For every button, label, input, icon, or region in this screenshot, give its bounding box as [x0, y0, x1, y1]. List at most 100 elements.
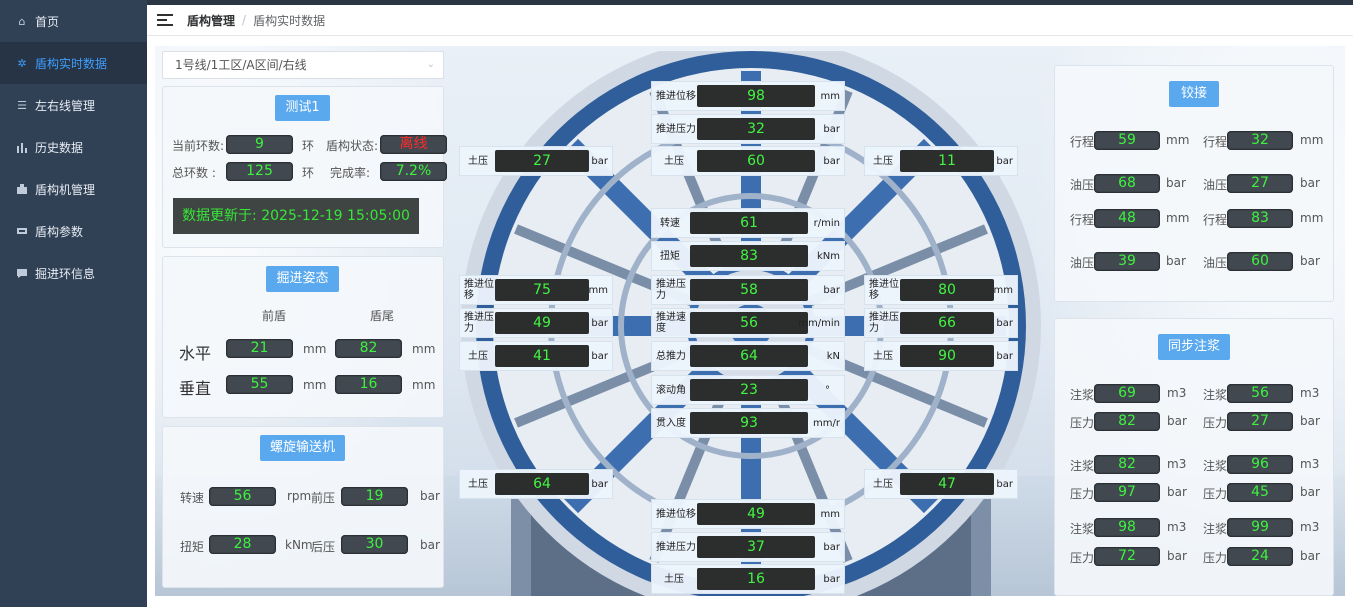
- breadcrumb-current: 盾构实时数据: [253, 13, 326, 28]
- message-icon: [15, 266, 29, 280]
- grout-label: 注浆: [1070, 459, 1095, 473]
- cell-unit: mm: [993, 284, 1013, 296]
- left-displacement: 推进位移 75 mm: [459, 275, 613, 305]
- bar-chart-icon: [15, 140, 29, 154]
- unit-label: bar: [1300, 485, 1320, 499]
- hamburger-icon[interactable]: [157, 14, 173, 26]
- breadcrumb-root[interactable]: 盾构管理: [187, 13, 236, 28]
- gear-icon: ✲: [17, 56, 27, 70]
- unit-label: bar: [1166, 254, 1186, 268]
- grout-label: 注浆: [1203, 459, 1228, 473]
- unit-label: m3: [1300, 457, 1320, 471]
- grout-label: 注浆: [1070, 522, 1095, 536]
- hinge-label: 油压: [1070, 178, 1095, 192]
- grout-value: 45: [1227, 483, 1293, 502]
- top-bar: 盾构管理 / 盾构实时数据: [147, 0, 1353, 36]
- cell-value: 41: [495, 345, 589, 367]
- cell-unit: bar: [823, 284, 840, 296]
- unit-label: bar: [1300, 414, 1320, 428]
- bottom-soil-pressure: 土压 16 bar: [651, 564, 845, 594]
- unit-label: m3: [1167, 520, 1187, 534]
- hinge-value: 48: [1094, 209, 1160, 228]
- cell-label: 推进位移: [656, 90, 696, 102]
- cell-label: 土压: [873, 350, 893, 362]
- unit-label: kNm: [285, 538, 313, 552]
- horizontal-label: 水平: [179, 344, 212, 363]
- sidebar-item-history[interactable]: 历史数据: [0, 126, 147, 168]
- sidebar-item-lines[interactable]: ☰ 左右线管理: [0, 84, 147, 126]
- cell-unit: kN: [826, 350, 840, 362]
- cell-unit: bar: [591, 317, 608, 329]
- rate-value: 7.2%: [380, 162, 447, 181]
- left-thrust-pressure: 推进压力 49 bar: [459, 308, 613, 338]
- cell-value: 80: [900, 279, 994, 301]
- sidebar-item-label: 历史数据: [35, 140, 84, 155]
- unit-label: mm: [1300, 211, 1324, 225]
- right-soil-pressure: 土压 90 bar: [864, 341, 1018, 371]
- lower-right-soil-pressure: 土压 47 bar: [864, 469, 1018, 499]
- params-icon: [15, 224, 29, 238]
- grouting-title-button[interactable]: 同步注浆: [1158, 334, 1230, 360]
- cell-label: 推进压力: [656, 541, 696, 553]
- cell-value: 90: [900, 345, 994, 367]
- current-ring-value: 9: [226, 135, 293, 154]
- screw-torque-value: 28: [209, 535, 276, 554]
- cell-unit: r/min: [813, 217, 840, 229]
- cell-value: 64: [690, 345, 808, 367]
- sidebar-item-machine[interactable]: 盾构机管理: [0, 168, 147, 210]
- total-thrust: 总推力 64 kN: [651, 341, 845, 371]
- hinge-label: 行程: [1203, 213, 1228, 227]
- hinge-label: 油压: [1203, 178, 1228, 192]
- attitude-title-button[interactable]: 掘进姿态: [266, 266, 339, 292]
- cell-unit: mm: [820, 90, 840, 102]
- grout-label: 压力: [1203, 416, 1228, 430]
- current-ring-label: 当前环数:: [172, 139, 225, 153]
- line-selector-value: 1号线/1工区/A区间/右线: [175, 58, 307, 72]
- shield-tail-header: 盾尾: [370, 309, 395, 323]
- grout-label: 注浆: [1203, 522, 1228, 536]
- update-timestamp: 数据更新于: 2025-12-19 15:05:00: [173, 198, 419, 234]
- grout-value: 82: [1094, 455, 1160, 474]
- cell-value: 32: [697, 118, 815, 140]
- hinge-value: 27: [1227, 174, 1293, 193]
- cell-value: 37: [697, 536, 815, 558]
- cell-value: 27: [495, 150, 589, 172]
- cell-unit: bar: [823, 155, 840, 167]
- line-selector[interactable]: 1号线/1工区/A区间/右线 ⌄: [162, 51, 444, 79]
- grout-value: 27: [1227, 412, 1293, 431]
- cell-unit: bar: [823, 541, 840, 553]
- sidebar-item-label: 盾构参数: [35, 224, 84, 239]
- screw-title-button[interactable]: 螺旋输送机: [260, 435, 345, 461]
- hinge-label: 行程: [1070, 135, 1095, 149]
- horizontal-rear-value: 82: [335, 339, 402, 358]
- hinge-title-button[interactable]: 铰接: [1169, 81, 1219, 107]
- unit-label: mm: [1300, 133, 1324, 147]
- cell-value: 75: [495, 279, 589, 301]
- left-soil-pressure: 土压 41 bar: [459, 341, 613, 371]
- sidebar: ⌂ 首页 ✲ 盾构实时数据 ☰ 左右线管理 历史数据 盾构机管理 盾构参数 掘进…: [0, 0, 147, 607]
- center-top-pressure: 推进压力 32 bar: [651, 114, 845, 144]
- cutter-torque: 扭矩 83 kNm: [651, 241, 845, 271]
- cell-unit: °: [825, 384, 830, 396]
- grout-label: 压力: [1203, 487, 1228, 501]
- cell-value: 11: [900, 150, 994, 172]
- grout-value: 96: [1227, 455, 1293, 474]
- screw-label: 转速: [180, 491, 205, 505]
- cell-unit: mm/min: [798, 317, 840, 329]
- hinge-value: 32: [1227, 131, 1293, 150]
- advance-speed: 推进速度 56 mm/min: [651, 308, 845, 338]
- sidebar-item-realtime[interactable]: ✲ 盾构实时数据: [0, 42, 147, 84]
- cell-value: 49: [697, 503, 815, 525]
- sidebar-item-ring-info[interactable]: 掘进环信息: [0, 252, 147, 294]
- cell-unit: bar: [996, 317, 1013, 329]
- cell-unit: bar: [591, 478, 608, 490]
- unit-label: bar: [1300, 176, 1320, 190]
- hinge-label: 油压: [1070, 256, 1095, 270]
- grout-value: 99: [1227, 518, 1293, 537]
- cell-label: 扭矩: [660, 250, 680, 262]
- sidebar-item-home[interactable]: ⌂ 首页: [0, 0, 147, 42]
- sidebar-item-params[interactable]: 盾构参数: [0, 210, 147, 252]
- status-title-button[interactable]: 测试1: [275, 95, 330, 121]
- cell-label: 推进位移: [464, 279, 494, 301]
- machine-icon: [15, 182, 29, 196]
